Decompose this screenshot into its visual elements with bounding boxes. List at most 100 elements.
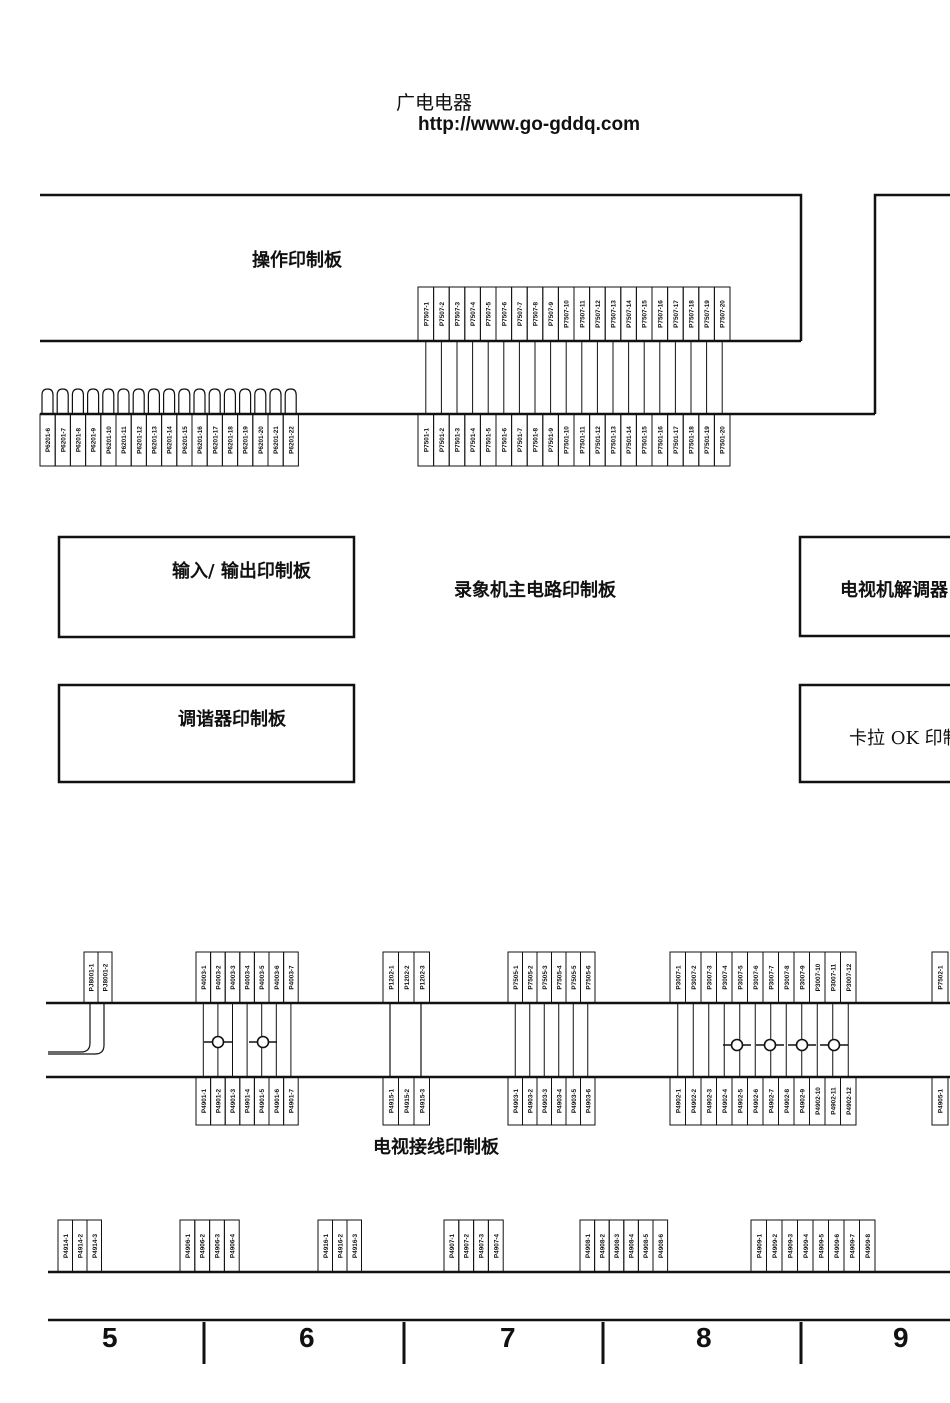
connector-pin-box [223, 1219, 240, 1273]
connector-pin-label: P7507-18 [689, 300, 696, 328]
connector-pin-label: P7505-3 [542, 965, 549, 990]
operation-board-outline [40, 193, 803, 341]
connector-pin-label: P4906-1 [185, 1233, 192, 1258]
connector-pin-label: P4908-5 [643, 1233, 650, 1258]
connector-pin-label: P4908-2 [599, 1233, 606, 1258]
connector-pin-box [713, 413, 731, 467]
connector-pin-label: P3007-12 [846, 963, 853, 991]
connector-pin-label: P4902-5 [737, 1088, 744, 1113]
connector-pin-label: P4902-6 [753, 1088, 760, 1113]
connector-pin-label: P7501-10 [564, 426, 571, 454]
connector-pin-label: P4903-3 [542, 1088, 549, 1113]
connector-pin-label: P7501-18 [689, 426, 696, 454]
connector-pin-label: P4902-4 [722, 1088, 729, 1113]
connector-pin-label: P4902-3 [706, 1088, 713, 1113]
pj8001-lead [48, 1003, 91, 1053]
connector-pin-label: P4909-6 [834, 1233, 841, 1258]
tv-demod-board-label: 电视机解调器 [840, 580, 948, 601]
connector-pin-box [413, 951, 430, 1004]
connector-pin-box [86, 1219, 102, 1273]
connector-pin-label: P7505-5 [571, 965, 578, 990]
connector-pin-label: P4909-8 [865, 1233, 872, 1258]
connector-pin-label: P4909-2 [772, 1233, 779, 1258]
connector-pin-label: P4003-1 [201, 965, 208, 990]
connector-pin-label: P7501-13 [611, 426, 618, 454]
connector-pin-label: P4902-2 [691, 1088, 698, 1113]
connector-pin-label: P4907-2 [464, 1233, 471, 1258]
connector-pin-label: P4901-5 [259, 1088, 266, 1113]
tv-wiring-board-label: 电视接线印制板 [373, 1137, 499, 1158]
connector-pin-label: P6201-16 [197, 426, 204, 454]
zone-ticks [202, 1322, 803, 1364]
connector-pin-label: P4914-3 [92, 1233, 99, 1258]
connector-pin-label: P7501-5 [486, 427, 493, 452]
connector-pin-label: P6201-10 [106, 426, 113, 454]
connector-pin-label: P7507-13 [611, 300, 618, 328]
connector-pin-label: P6201-9 [91, 427, 98, 452]
connector-pin-label: P7501-7 [517, 427, 524, 452]
switch-symbol [756, 1038, 784, 1052]
connector-pin-label: P4915-2 [404, 1088, 411, 1113]
connector-pin-label: P7501-3 [455, 427, 462, 452]
connector-pin-label: P7505-4 [556, 965, 563, 990]
connector-pin-label: P6201-7 [60, 427, 67, 452]
connector-pin-label: P4915-1 [388, 1088, 395, 1113]
connector-pin-label: P4909-3 [787, 1233, 794, 1258]
connector-pin-label: P4003-2 [215, 965, 222, 990]
connector-pin-label: P4903-4 [556, 1088, 563, 1113]
connector-pin-label: P7507-11 [579, 300, 586, 328]
connector-pin-label: P7507-3 [455, 301, 462, 326]
connector-pin-label: P7507-19 [704, 300, 711, 328]
connector-pin-label: P7505-6 [585, 965, 592, 990]
connector-pin-label: P4003-5 [259, 965, 266, 990]
connector-pin-label: P4003-4 [245, 965, 252, 990]
connector-pin-label: PJ8001-1 [89, 963, 96, 991]
connector-pin-label: P4906-3 [215, 1233, 222, 1258]
zone-number-9: 9 [893, 1322, 909, 1353]
connector-pin-label: P4003-6 [274, 965, 281, 990]
main-board-label: 录象机主电路印制板 [454, 580, 616, 601]
connector-pin-label: P3007-1 [675, 965, 682, 990]
connector-pin-label: P4901-3 [230, 1088, 237, 1113]
connector-pin-label: P4907-1 [449, 1233, 456, 1258]
connector-pin-label: P4901-7 [288, 1088, 295, 1113]
connector-pin-label: P4905-1 [938, 1088, 945, 1113]
connector-pin-label: P7501-1 [423, 427, 430, 452]
connector-p4905: P4905-1 [931, 1076, 949, 1126]
connector-pin-label: P7501-15 [642, 426, 649, 454]
connector-pin-label: P7501-2 [439, 427, 446, 452]
connector-pin-box [487, 1219, 504, 1273]
zone-number-8: 8 [696, 1322, 712, 1353]
switch-symbol [204, 1035, 232, 1049]
connector-pin-box [97, 951, 113, 1004]
connector-pin-label: P7501-20 [720, 426, 727, 454]
connector-pin-label: P4903-1 [513, 1088, 520, 1113]
connector-pin-label: P4902-8 [784, 1088, 791, 1113]
connector-pin-label: P4907-4 [493, 1233, 500, 1258]
connector-pin-label: P4915-3 [419, 1088, 426, 1113]
company-name: 广电电器 [396, 92, 473, 114]
connector-pin-label: P4902-7 [768, 1088, 775, 1113]
connector-pin-label: P7501-4 [470, 427, 477, 452]
connector-pin-label: P7507-20 [720, 300, 727, 328]
connector-p4915: P4915-1 P4915-2 P4915-3 [382, 1076, 430, 1126]
connector-pin-label: P6201-12 [136, 426, 143, 454]
connector-pin-label: P4003-7 [288, 965, 295, 990]
connector-pin-label: P7507-8 [533, 301, 540, 326]
connector-pin-label: P4901-6 [274, 1088, 281, 1113]
connector-pin-label: P1202-3 [419, 965, 426, 990]
connector-pin-box [580, 1076, 596, 1126]
connector-pin-label: P7507-6 [501, 301, 508, 326]
connector-pin-box [652, 1219, 669, 1273]
connector-pin-label: P4909-1 [756, 1233, 763, 1258]
connector-pin-label: P3007-8 [784, 965, 791, 990]
